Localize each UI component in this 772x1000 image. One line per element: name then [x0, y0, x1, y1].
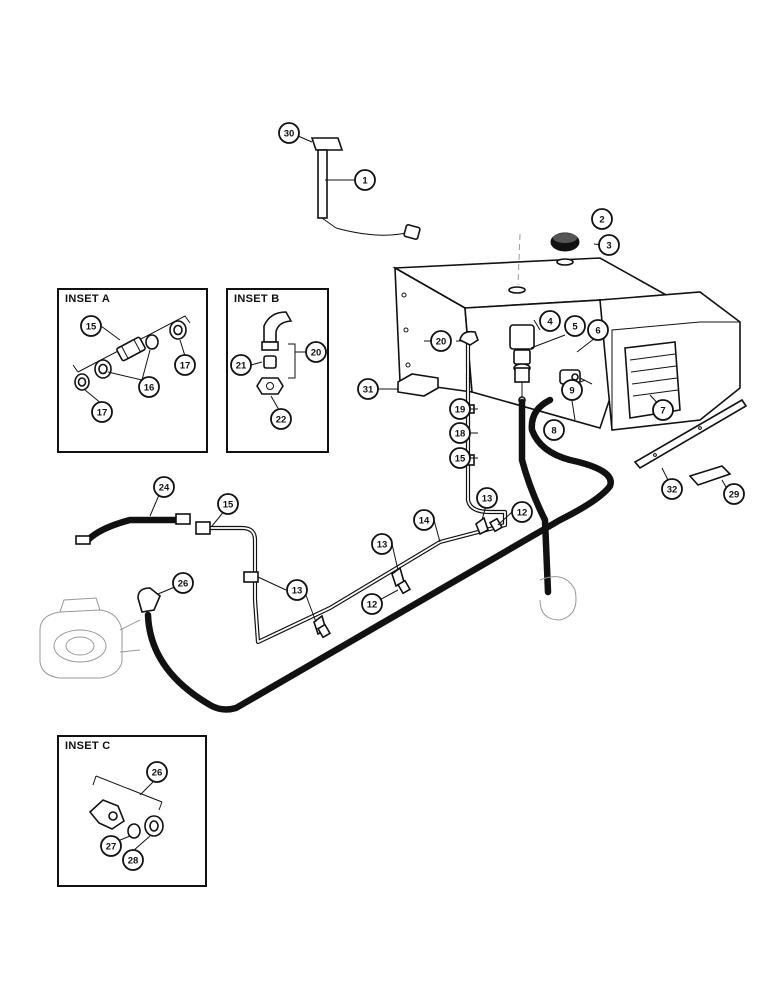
callout-3: 3	[598, 234, 620, 256]
tank-mounting-hardware	[397, 373, 748, 486]
callout-9: 9	[561, 379, 583, 401]
svg-text:8: 8	[551, 426, 556, 437]
callout-29: 29	[723, 483, 745, 505]
svg-text:5: 5	[572, 322, 578, 333]
svg-text:32: 32	[667, 485, 678, 496]
svg-text:12: 12	[367, 600, 378, 611]
callout-13-center: 13	[371, 533, 393, 555]
callout-15-line: 15	[449, 447, 471, 469]
svg-text:13: 13	[292, 586, 303, 597]
callout-7: 7	[652, 399, 674, 421]
svg-text:13: 13	[377, 540, 388, 551]
svg-text:15: 15	[223, 500, 234, 511]
callout-30: 30	[278, 122, 300, 144]
callout-4: 4	[539, 310, 561, 332]
callout-5: 5	[564, 315, 586, 337]
inset-c-title: INSET C	[65, 740, 111, 752]
callout-6: 6	[587, 319, 609, 341]
callouts: 30 1 2 3 4 5 6 20 9 31 7 19 8 18 15 32 2…	[153, 122, 745, 615]
callout-31: 31	[357, 378, 379, 400]
svg-text:9: 9	[569, 386, 574, 397]
callout-19: 19	[449, 398, 471, 420]
callout-26-main: 26	[172, 572, 194, 594]
callout-15-left: 15	[217, 493, 239, 515]
callout-18: 18	[449, 422, 471, 444]
fuel-gauge-sender	[310, 137, 521, 286]
svg-text:26: 26	[178, 579, 189, 590]
svg-text:1: 1	[362, 176, 368, 187]
callout-20-main: 20	[430, 330, 452, 352]
callout-13-right: 13	[476, 487, 498, 509]
svg-text:4: 4	[547, 317, 553, 328]
svg-text:15: 15	[455, 454, 466, 465]
callout-13-left: 13	[286, 579, 308, 601]
svg-text:31: 31	[363, 385, 374, 396]
inset-b-panel: INSET B	[226, 288, 329, 453]
fuel-lines	[195, 330, 508, 645]
callout-8: 8	[543, 419, 565, 441]
svg-text:30: 30	[284, 129, 295, 140]
svg-text:13: 13	[482, 494, 493, 505]
svg-text:20: 20	[436, 337, 447, 348]
svg-text:2: 2	[599, 215, 604, 226]
filler-cap	[550, 232, 580, 252]
svg-text:14: 14	[419, 516, 430, 527]
svg-text:12: 12	[517, 508, 528, 519]
svg-text:3: 3	[606, 241, 611, 252]
inset-b-title: INSET B	[234, 293, 280, 305]
callout-32: 32	[661, 478, 683, 500]
svg-text:19: 19	[455, 405, 466, 416]
svg-text:24: 24	[159, 483, 170, 494]
svg-text:29: 29	[729, 490, 740, 501]
callout-12-center: 12	[361, 593, 383, 615]
callout-1: 1	[354, 169, 376, 191]
callout-14: 14	[413, 509, 435, 531]
fuel-hoses	[75, 396, 614, 713]
callout-2: 2	[591, 208, 613, 230]
inset-c-panel: INSET C	[57, 735, 207, 887]
callout-12-right: 12	[511, 501, 533, 523]
inset-a-title: INSET A	[65, 293, 111, 305]
injection-pump-outline	[39, 576, 577, 679]
inset-a-panel: INSET A	[57, 288, 208, 453]
callout-24: 24	[153, 476, 175, 498]
svg-text:18: 18	[455, 429, 466, 440]
svg-text:6: 6	[595, 326, 600, 337]
svg-text:7: 7	[660, 406, 665, 417]
